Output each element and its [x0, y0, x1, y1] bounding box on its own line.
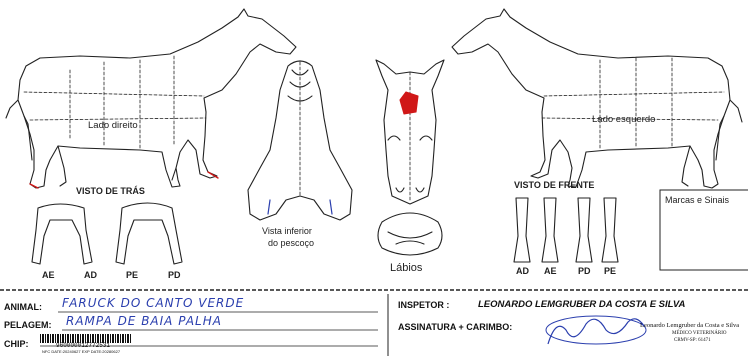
left-side-label: Lado direito: [88, 120, 138, 131]
signature-label: ASSINATURA + CARIMBO:: [398, 322, 512, 332]
marks-box-title: Marcas e Sinais: [665, 195, 729, 205]
right-side-label: Lado esquerdo: [592, 114, 655, 125]
rear-leg-label-pe: PE: [126, 270, 138, 280]
coat-label: PELAGEM:: [4, 320, 52, 330]
front-view-title: VISTO DE FRENTE: [514, 180, 594, 190]
stamp-crmv: CRMV-SP: 61471: [674, 338, 711, 343]
front-leg-label-ad: AD: [516, 266, 529, 276]
chip-dates: NFC DATE:20240627 EXP DATE:20280627: [42, 349, 120, 354]
coat-value: RAMPA DE BAIA PALHA: [66, 314, 222, 328]
inspector-label: INSPETOR :: [398, 300, 449, 310]
neck-label-line2: do pescoço: [268, 238, 314, 248]
horse-head-front-outline: [376, 60, 444, 204]
rear-leg-label-ae: AE: [42, 270, 55, 280]
stamp-title: MÉDICO VETERINÁRIO: [672, 331, 727, 336]
neck-inferior-outline: [248, 61, 352, 220]
front-legs-outline: [514, 198, 618, 262]
rear-view-title: VISTO DE TRÁS: [76, 186, 145, 196]
chip-label: CHIP:: [4, 339, 29, 349]
lips-outline: [378, 213, 442, 255]
horse-left-side-outline: [452, 9, 742, 188]
rear-legs-outline: [32, 203, 182, 264]
inspector-name: LEONARDO LEMGRUBER DA COSTA E SILVA: [478, 299, 685, 310]
chip-number: 960000012772531: [56, 342, 110, 349]
animal-value: FARUCK DO CANTO VERDE: [62, 296, 244, 310]
rear-leg-label-pd: PD: [168, 270, 181, 280]
front-leg-label-pd: PD: [578, 266, 591, 276]
rear-leg-label-ad: AD: [84, 270, 97, 280]
lips-label: Lábios: [390, 262, 422, 274]
horse-right-side-outline: [6, 9, 296, 188]
front-leg-label-pe: PE: [604, 266, 616, 276]
neck-label-line1: Vista inferior: [262, 226, 312, 236]
front-leg-label-ae: AE: [544, 266, 557, 276]
stamp-name: Leonardo Lemgruber da Costa e Silva: [640, 322, 739, 329]
animal-label: ANIMAL:: [4, 302, 42, 312]
